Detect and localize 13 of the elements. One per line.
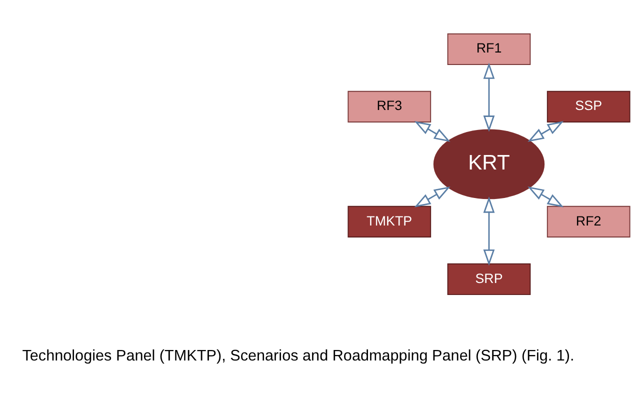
node-box: SRP [447,262,531,295]
node-box: TMKTP [348,205,432,238]
arrow [414,120,450,142]
node-box: RF1 [447,32,531,64]
arrow [528,120,564,142]
node-box: RF3 [348,90,432,122]
node-box: SSP [546,90,630,122]
arrow [483,196,495,266]
label: Technologies Panel (TMKTP), Scenarios and Roadmapping Panel (SRP) (Fig. 1). [22,346,574,364]
node-box: RF2 [546,205,630,238]
arrow [528,186,564,207]
arrow [483,62,495,132]
arrow [414,186,450,207]
